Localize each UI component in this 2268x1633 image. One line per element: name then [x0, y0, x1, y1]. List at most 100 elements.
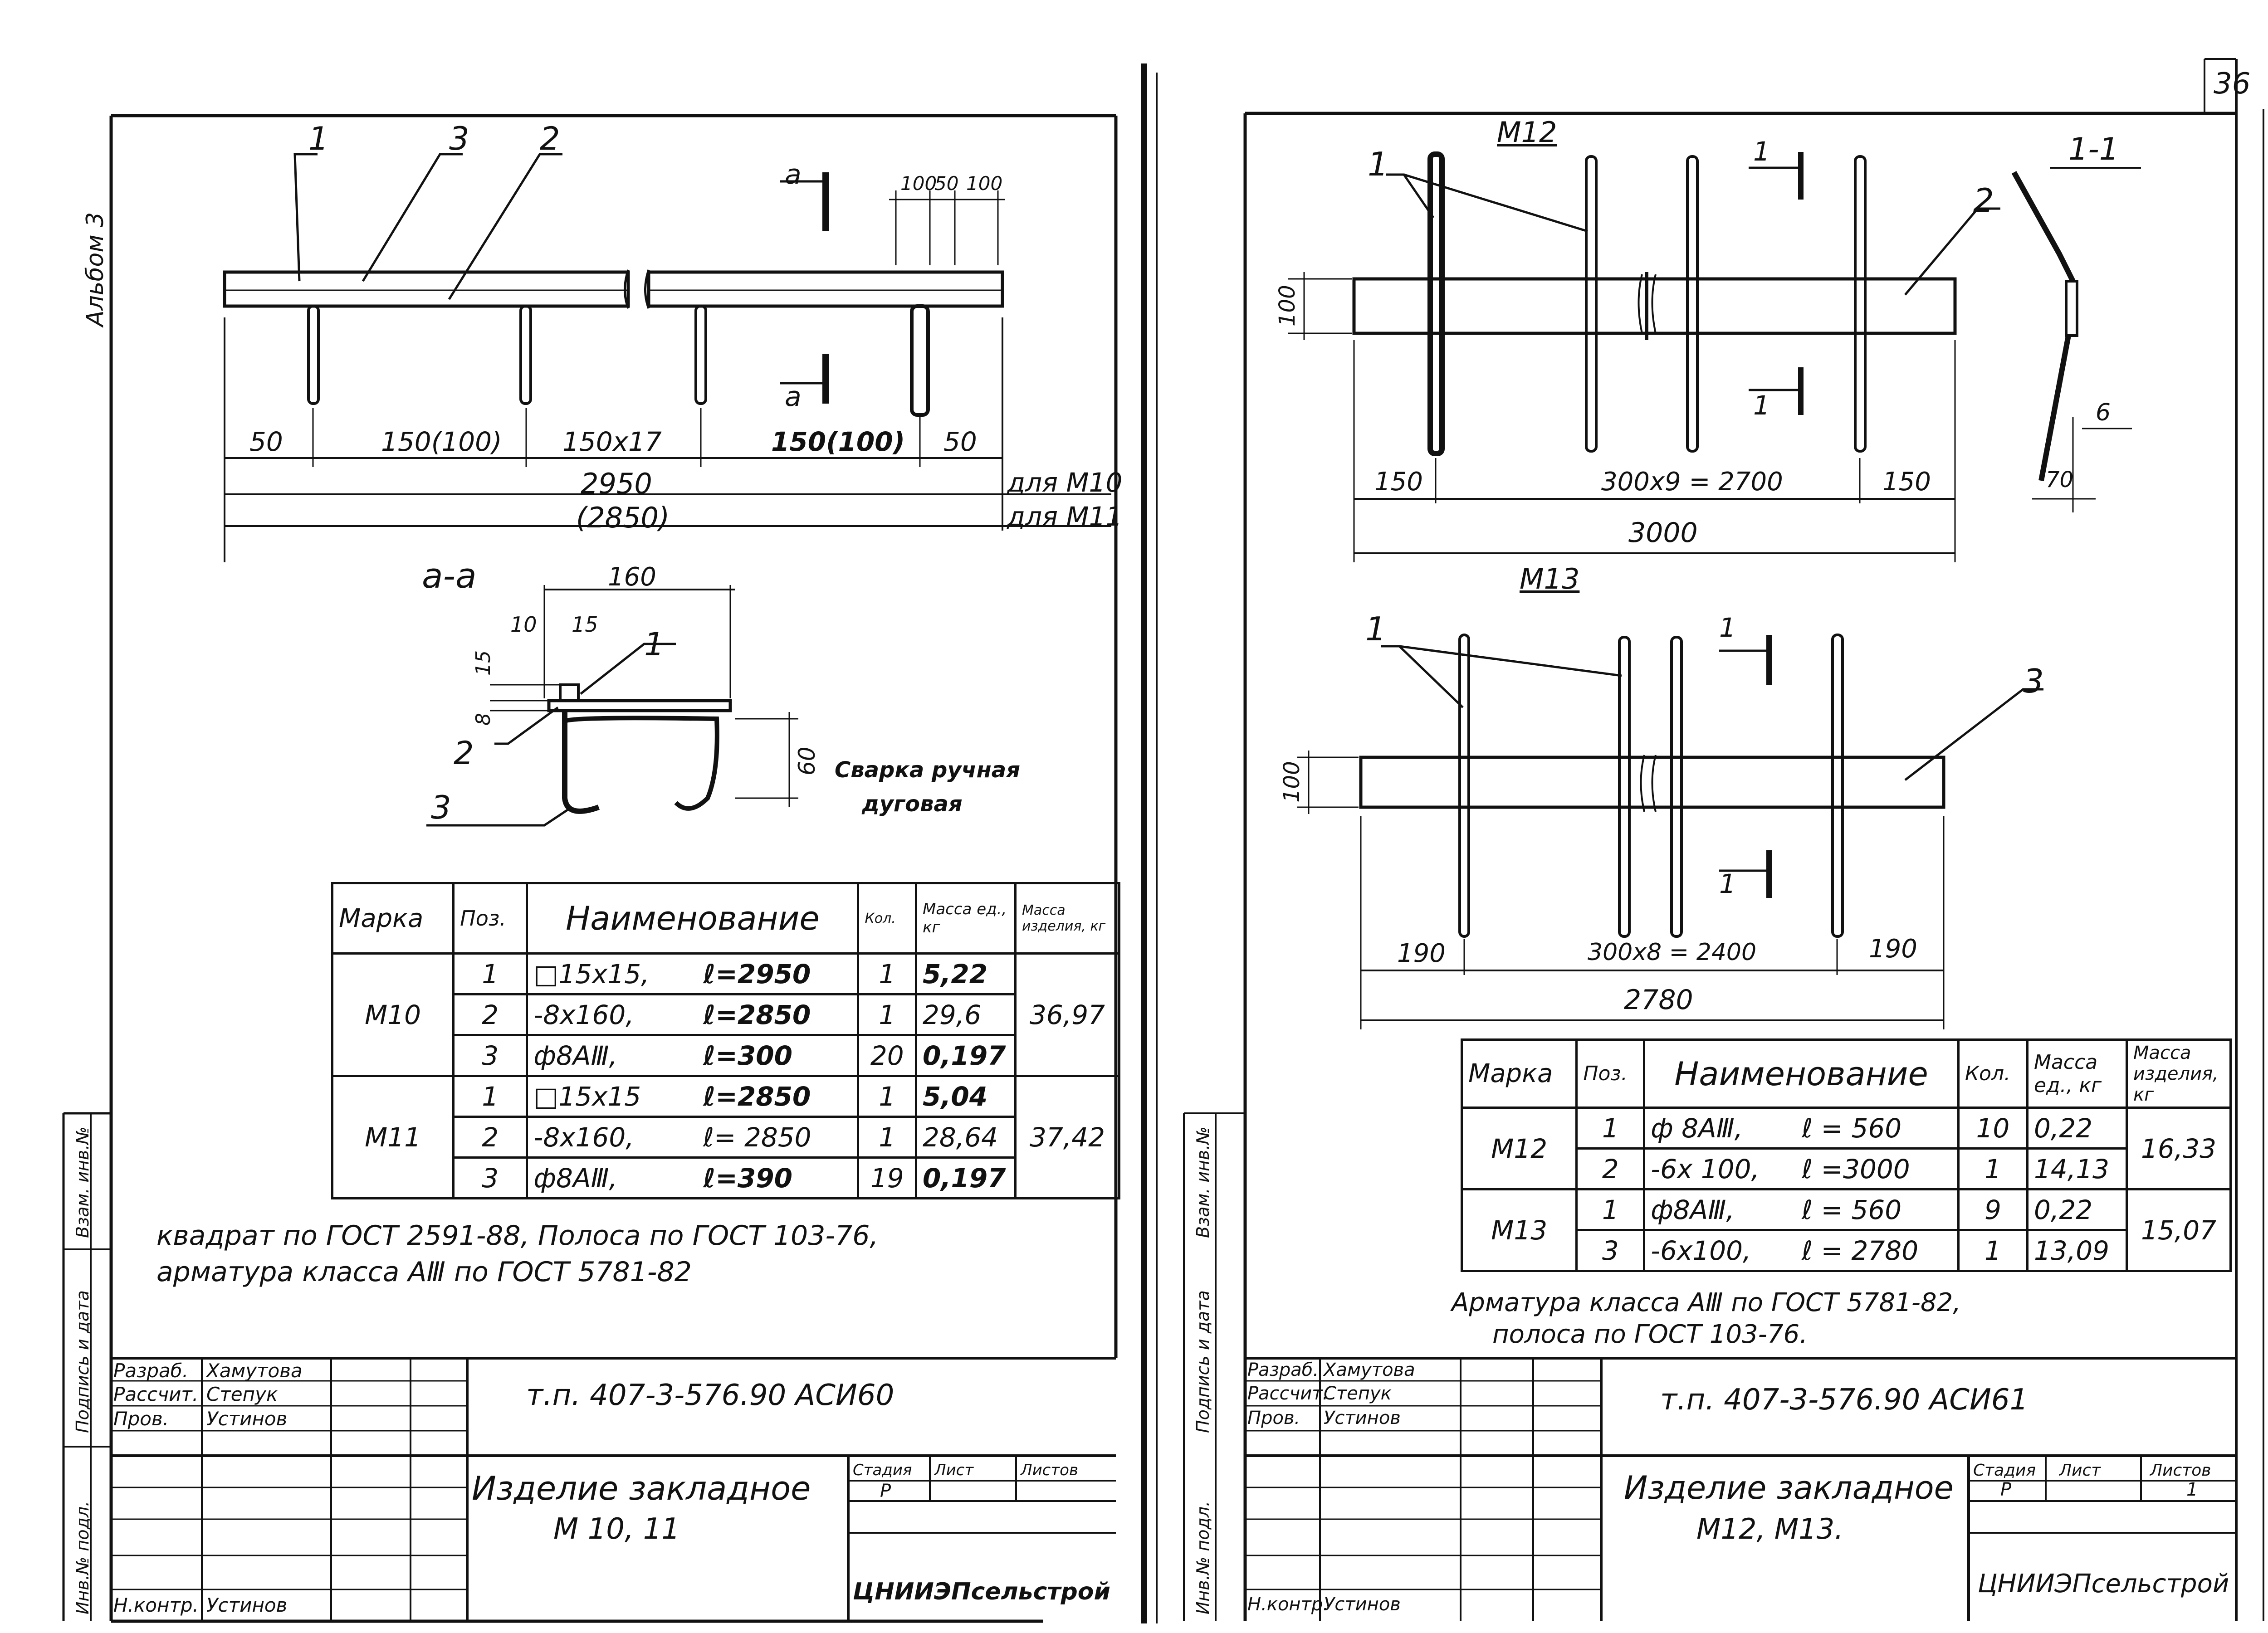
m13-dim-190-left: 190: [1397, 939, 1446, 968]
album-label: Альбом 3: [82, 212, 109, 327]
row-mass: 5,04: [915, 1075, 1017, 1118]
col-total: Масса изделия, кг: [2126, 1038, 2232, 1109]
dim-50-right: 50: [943, 426, 977, 457]
total-m10: 36,97: [1014, 952, 1120, 1077]
label-for-m11: для М11: [1007, 501, 1123, 532]
row-name: ф 8АⅢ,: [1643, 1107, 1797, 1150]
m13-callout-1: 1: [1365, 610, 1386, 648]
tb-role-2: Пров.: [113, 1408, 169, 1430]
row-mass: 0,22: [2026, 1188, 2128, 1231]
left-stage-header-2: Листов: [1021, 1461, 1079, 1479]
col-name: Наименование: [1643, 1038, 1960, 1109]
row-length: ℓ=390: [697, 1156, 860, 1199]
m12-dim-150-right: 150: [1882, 467, 1931, 497]
row-name: -6x 100,: [1643, 1147, 1797, 1190]
col-poz: Поз.: [452, 882, 528, 955]
m13-callout-3: 3: [2023, 662, 2044, 700]
mark-m10: М10: [331, 952, 455, 1077]
table-row: М13 1 ф8АⅢ, ℓ = 560 9 0,22 15,07: [1460, 1188, 2232, 1272]
right-stage-header-2: Листов: [2150, 1461, 2211, 1480]
rtb-role-1: Рассчит.: [1247, 1383, 1329, 1404]
top-dim-100b: 100: [966, 172, 1003, 195]
row-length: ℓ=2850: [697, 993, 860, 1036]
dim-150-100: 150(100): [381, 426, 502, 457]
col-qty: Кол.: [1957, 1038, 2029, 1109]
tb-role-5: Н.контр.: [113, 1594, 199, 1616]
right-side-stamp: [1183, 1112, 1245, 1621]
m12-total: 3000: [1628, 517, 1698, 549]
row-qty: 1: [857, 1075, 917, 1118]
m12-callout-1: 1: [1368, 145, 1388, 183]
total-2850: (2850): [576, 501, 670, 534]
tb-name-2: Устинов: [206, 1408, 288, 1430]
row-pos: 1: [452, 952, 528, 995]
left-title-line2: М 10, 11: [553, 1512, 680, 1546]
row-length: ℓ=2850: [697, 1075, 860, 1118]
right-doc-code: т.п. 407-3-576.90 АСИ61: [1660, 1383, 2028, 1417]
left-title-line1: Изделие закладное: [472, 1469, 811, 1507]
tb-name-1: Степук: [206, 1383, 278, 1405]
weld-note-line2: дуговая: [862, 791, 963, 817]
row-length: ℓ= 2850: [697, 1116, 860, 1159]
section-dim-15: 15: [572, 612, 598, 637]
mark-m11: М11: [331, 1075, 455, 1199]
right-note-line2: полоса по ГОСТ 103-76.: [1492, 1320, 1808, 1349]
left-elevation: [223, 153, 1111, 562]
dim-150-100-right: 150(100): [771, 426, 905, 457]
row-pos: 3: [452, 1034, 528, 1077]
col-poz: Поз.: [1575, 1038, 1646, 1109]
total-m11: 37,42: [1014, 1075, 1120, 1199]
dim-150x17: 150x17: [562, 426, 662, 457]
table-row: 2 -6x 100, ℓ =3000 1 14,13: [1462, 1147, 2231, 1190]
row-pos: 3: [1575, 1229, 1646, 1272]
m12-dim-chain: 300x9 = 2700: [1601, 467, 1783, 497]
right-stage-value: Р: [2000, 1479, 2012, 1500]
section-1-1-title: 1-1: [2068, 132, 2119, 167]
left-stage-header-0: Стадия: [853, 1461, 912, 1479]
m12-drawing: [1288, 151, 2000, 562]
left-stage-value: Р: [880, 1481, 891, 1501]
row-length: ℓ=300: [697, 1034, 860, 1077]
section-1-1-dim-6: 6: [2096, 399, 2111, 426]
m13-drawing: [1297, 634, 2043, 1029]
row-pos: 1: [1575, 1107, 1646, 1150]
col-qty: Кол.: [857, 882, 917, 955]
col-mass: Масса ед., кг: [2026, 1038, 2128, 1109]
total-2950: 2950: [581, 467, 652, 500]
row-pos: 1: [1575, 1188, 1646, 1231]
row-mass: 13,09: [2026, 1229, 2128, 1272]
right-stage-header-0: Стадия: [1973, 1461, 2036, 1480]
section-callout-1: 1: [644, 626, 665, 663]
m12-dim-150-left: 150: [1374, 467, 1423, 497]
m12-section-1-1: [2011, 167, 2141, 512]
row-qty: 1: [857, 993, 917, 1036]
row-qty: 1: [1957, 1229, 2029, 1272]
row-qty: 1: [1957, 1147, 2029, 1190]
section-1-1-dim-70: 70: [2046, 467, 2074, 492]
row-length: ℓ=2950: [697, 952, 860, 995]
m13-dim-height: 100: [1279, 761, 1305, 803]
label-for-m10: для М10: [1007, 467, 1123, 498]
row-pos: 3: [452, 1156, 528, 1199]
table-row: М10 1 □15x15, ℓ=2950 1 5,22 36,97: [331, 952, 1120, 1077]
row-name: □15x15: [526, 1075, 698, 1118]
total-m13: 15,07: [2126, 1188, 2232, 1272]
table-row: 3 -6x100, ℓ = 2780 1 13,09: [1462, 1229, 2231, 1272]
rtb-name-0: Хамутова: [1324, 1360, 1415, 1380]
col-marka: Марка: [331, 882, 455, 955]
section-dim-60: 60: [794, 746, 820, 775]
right-title-block-lines: [1245, 1357, 2236, 1621]
tb-role-0: Разраб.: [113, 1360, 189, 1382]
rtb-role-5: Н.контр.: [1247, 1594, 1329, 1615]
section-dim-160: 160: [608, 562, 656, 592]
page-number: 36: [2214, 67, 2251, 101]
stamp-inv-podl: Инв.№ подл.: [73, 1501, 93, 1614]
tb-name-5: Устинов: [206, 1594, 288, 1616]
row-mass: 29,6: [915, 993, 1017, 1036]
row-mass: 0,197: [915, 1034, 1017, 1077]
left-side-stamp: [62, 1112, 111, 1621]
m13-total: 2780: [1624, 984, 1693, 1016]
row-mass: 0,197: [915, 1156, 1017, 1199]
row-pos: 2: [1575, 1147, 1646, 1190]
